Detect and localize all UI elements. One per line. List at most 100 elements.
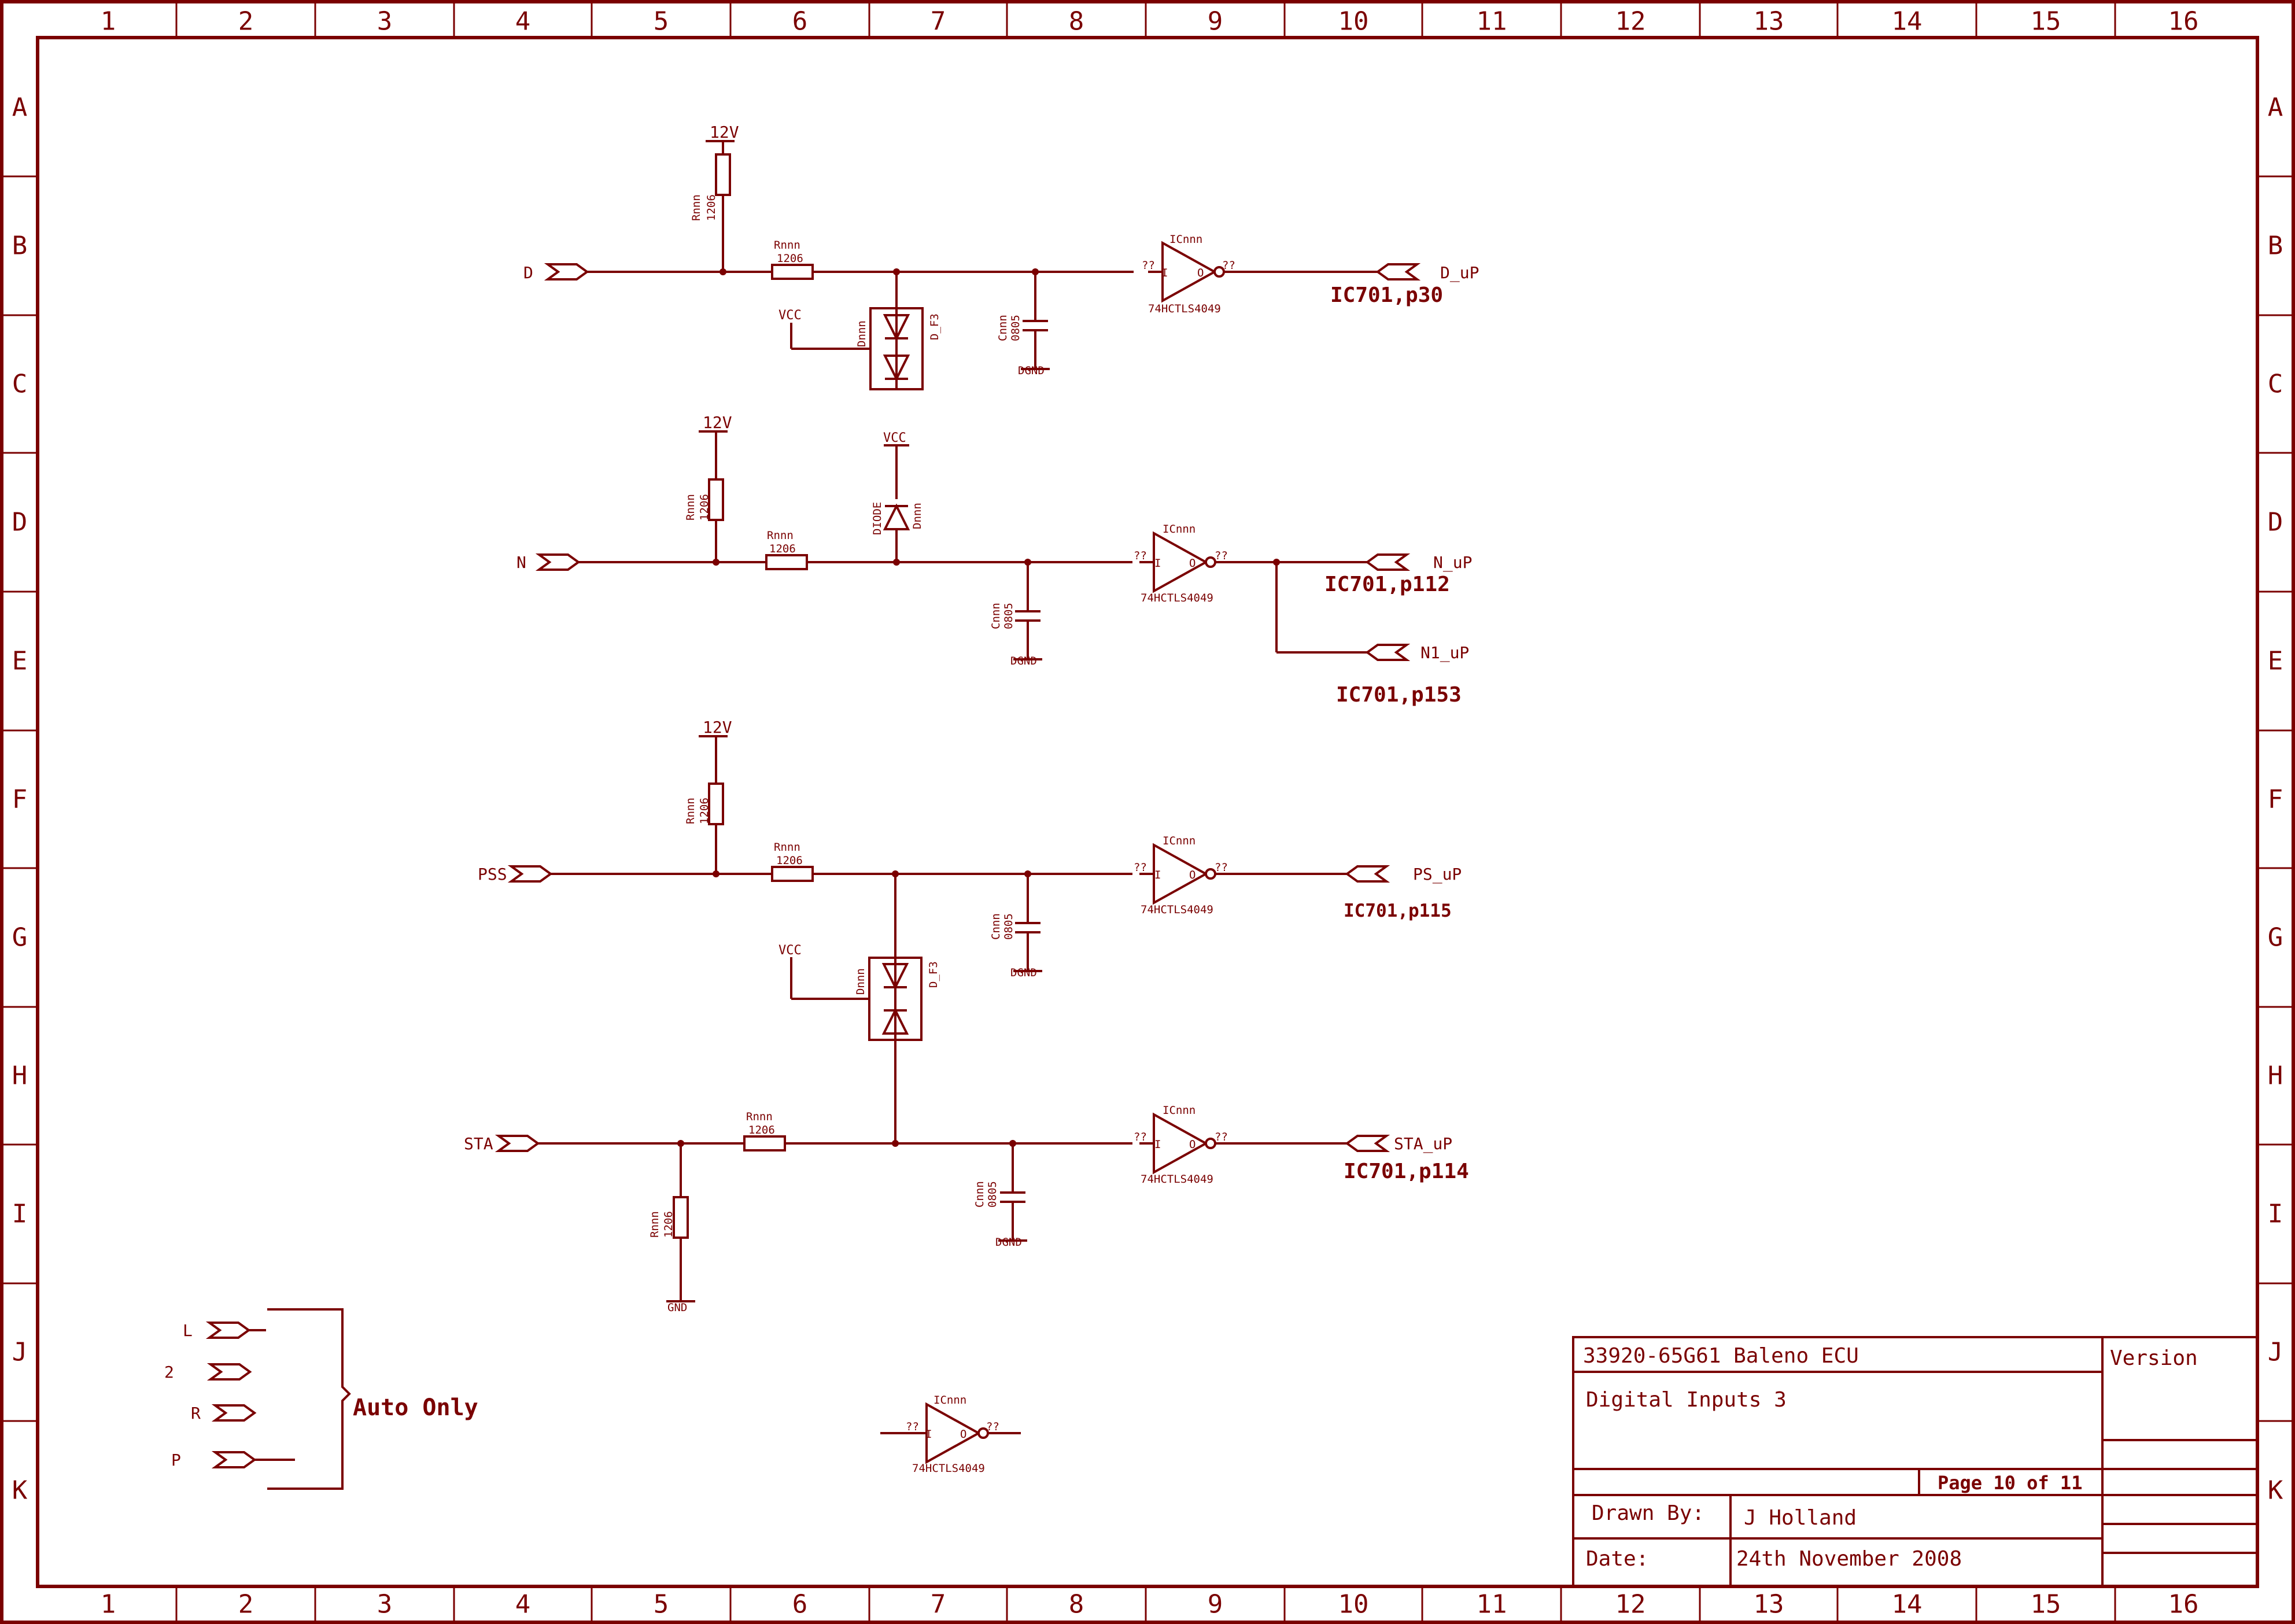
zone-row-c-right: C bbox=[2268, 370, 2283, 399]
resistor-n-series-name: Rnnn bbox=[767, 529, 794, 542]
diode-n-name: Dnnn bbox=[911, 503, 924, 529]
power-dgnd-sta: DGND bbox=[995, 1236, 1022, 1249]
capacitor-sta-name: Cnnn bbox=[973, 1181, 986, 1208]
net-n-label: N bbox=[516, 553, 526, 572]
buffer-spare-pin-in-num: ?? bbox=[906, 1420, 919, 1433]
capacitor-pss-name: Cnnn bbox=[990, 913, 1002, 940]
zone-col-3-bottom: 3 bbox=[377, 1590, 393, 1619]
auto-only-label: Auto Only bbox=[353, 1394, 478, 1421]
resistor-sta-pulldown-name: Rnnn bbox=[648, 1211, 661, 1238]
power-dgnd-d: DGND bbox=[1018, 364, 1045, 377]
zone-row-k: K bbox=[12, 1476, 28, 1505]
net-n-up-label: N_uP bbox=[1433, 553, 1472, 573]
column-zone-strip-top: 1 2 3 4 5 6 7 8 9 10 11 12 13 14 15 16 bbox=[101, 2, 2198, 38]
buffer-n-pin-out: O bbox=[1189, 557, 1196, 570]
zone-row-d: D bbox=[12, 508, 28, 537]
resistor-d-pullup-pkg: 1206 bbox=[705, 194, 718, 221]
d-input-circuit: D 12V Rnnn 1206 Rnnn 1206 VCC Dnnn D_F3 … bbox=[523, 123, 1479, 390]
net-sta-label: STA bbox=[464, 1134, 493, 1153]
buffer-d-name: ICnnn bbox=[1169, 233, 1202, 246]
junction-n-1 bbox=[713, 559, 720, 566]
zone-col-4: 4 bbox=[515, 7, 531, 36]
net-r-label: R bbox=[191, 1404, 201, 1423]
buffer-d-type: 74HCTLS4049 bbox=[1148, 302, 1221, 315]
net-d-up-label: D_uP bbox=[1440, 263, 1479, 283]
buffer-n-pin-in: I bbox=[1154, 557, 1161, 570]
zone-col-14: 14 bbox=[1892, 7, 1923, 36]
zone-row-h-right: H bbox=[2268, 1061, 2283, 1091]
net-ps-up-label: PS_uP bbox=[1413, 865, 1462, 884]
ref-d: IC701,p30 bbox=[1330, 283, 1443, 307]
power-12v-n: 12V bbox=[703, 413, 732, 432]
diode-pack-d-type: D_F3 bbox=[928, 313, 941, 340]
net-2-label: 2 bbox=[164, 1363, 174, 1382]
auto-only-brace bbox=[267, 1308, 351, 1490]
row-zone-strip-right: A B C D E F G H I J K bbox=[2257, 93, 2293, 1505]
n-input-circuit: N 12V Rnnn 1206 Rnnn 1206 VCC DIODE Dnnn… bbox=[516, 413, 1472, 707]
buffer-spare-type: 74HCTLS4049 bbox=[912, 1462, 985, 1475]
buffer-sta-pin-in-num: ?? bbox=[1134, 1131, 1147, 1143]
buffer-d-pin-in-num: ?? bbox=[1142, 259, 1155, 272]
title-project: 33920-65G61 Baleno ECU bbox=[1583, 1344, 1859, 1368]
ref-n1: IC701,p153 bbox=[1336, 683, 1462, 707]
ref-sta: IC701,p114 bbox=[1344, 1160, 1469, 1183]
buffer-sta-pin-out-num: ?? bbox=[1215, 1131, 1228, 1143]
zone-col-13: 13 bbox=[1754, 7, 1784, 36]
buffer-d-pin-out: O bbox=[1197, 267, 1204, 279]
capacitor-n-pkg: 0805 bbox=[1002, 603, 1015, 629]
buffer-spare-name: ICnnn bbox=[934, 1394, 966, 1407]
junction-d-1 bbox=[720, 268, 726, 275]
zone-row-d-right: D bbox=[2268, 508, 2283, 537]
spare-buffer: ICnnn 74HCTLS4049 ?? I O ?? bbox=[880, 1394, 1021, 1475]
pss-input-circuit: PSS 12V Rnnn 1206 Rnnn 1206 VCC Dnnn D_F… bbox=[478, 718, 1462, 1144]
buffer-d-pin-in: I bbox=[1161, 267, 1168, 279]
row-zone-strip-left: A B C D E F G H I J K bbox=[2, 93, 38, 1505]
resistor-pss-pullup-pkg: 1206 bbox=[698, 798, 711, 824]
power-12v-d: 12V bbox=[710, 123, 739, 142]
title-page: Page 10 of 11 bbox=[1938, 1472, 2082, 1494]
net-sta-up-label: STA_uP bbox=[1394, 1134, 1452, 1154]
buffer-ps-name: ICnnn bbox=[1163, 835, 1196, 847]
zone-col-1-bottom: 1 bbox=[101, 1590, 116, 1619]
ref-ps: IC701,p115 bbox=[1344, 900, 1452, 921]
title-drawn-by-label: Drawn By: bbox=[1592, 1501, 1704, 1525]
power-12v-pss: 12V bbox=[703, 718, 732, 737]
buffer-ps-pin-out-num: ?? bbox=[1215, 861, 1228, 874]
resistor-pss-pullup-name: Rnnn bbox=[684, 798, 697, 824]
capacitor-pss-pkg: 0805 bbox=[1002, 913, 1015, 940]
zone-col-7-bottom: 7 bbox=[931, 1590, 946, 1619]
zone-row-j-right: J bbox=[2268, 1338, 2283, 1367]
buffer-sta-pin-out: O bbox=[1189, 1138, 1196, 1151]
resistor-n-pullup-name: Rnnn bbox=[684, 494, 697, 521]
buffer-spare-pin-out: O bbox=[960, 1428, 966, 1441]
zone-col-6-bottom: 6 bbox=[792, 1590, 808, 1619]
buffer-ps-type: 74HCTLS4049 bbox=[1141, 903, 1213, 916]
resistor-pss-series-name: Rnnn bbox=[774, 841, 800, 854]
net-d-label: D bbox=[523, 263, 533, 282]
zone-col-7: 7 bbox=[931, 7, 946, 36]
zone-col-4-bottom: 4 bbox=[515, 1590, 531, 1619]
diode-pack-d-name: Dnnn bbox=[855, 320, 868, 347]
junction-sta-2 bbox=[892, 1140, 899, 1147]
zone-col-2-bottom: 2 bbox=[238, 1590, 254, 1619]
resistor-pss-series-pkg: 1206 bbox=[776, 854, 803, 867]
net-p-label: P bbox=[171, 1450, 181, 1470]
zone-col-15: 15 bbox=[2031, 7, 2061, 36]
buffer-sta-name: ICnnn bbox=[1163, 1104, 1196, 1117]
zone-row-a: A bbox=[12, 93, 28, 123]
zone-row-e-right: E bbox=[2268, 647, 2283, 676]
net-l-label: L bbox=[183, 1321, 193, 1340]
power-dgnd-pss: DGND bbox=[1010, 966, 1037, 979]
resistor-d-pullup-name: Rnnn bbox=[690, 194, 703, 221]
zone-col-13-bottom: 13 bbox=[1754, 1590, 1784, 1619]
diode-n-type: DIODE bbox=[871, 502, 884, 535]
resistor-sta-pulldown-pkg: 1206 bbox=[662, 1211, 675, 1238]
title-block: 33920-65G61 Baleno ECU Digital Inputs 3 … bbox=[1572, 1336, 2259, 1588]
buffer-n-pin-out-num: ?? bbox=[1215, 549, 1228, 562]
diode-pack-pss-name: Dnnn bbox=[854, 968, 867, 995]
net-n1-up-label: N1_uP bbox=[1420, 643, 1469, 663]
zone-col-11-bottom: 11 bbox=[1477, 1590, 1507, 1619]
title-date-label: Date: bbox=[1586, 1547, 1648, 1571]
buffer-n-name: ICnnn bbox=[1163, 523, 1196, 536]
